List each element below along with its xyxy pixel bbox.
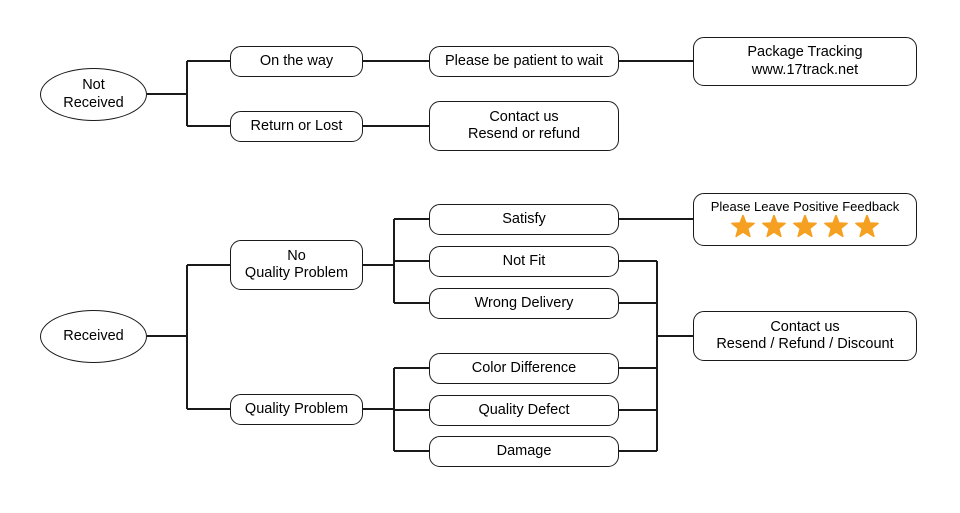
node-wrong-delivery-label: Wrong Delivery [474, 294, 574, 311]
node-positive-feedback[interactable]: Please Leave Positive Feedback [693, 193, 917, 246]
node-quality-defect[interactable]: Quality Defect [429, 395, 619, 426]
node-received[interactable]: Received [40, 310, 147, 363]
node-damage-label: Damage [496, 442, 552, 459]
node-package-tracking-label: Package Tracking www.17track.net [747, 44, 863, 78]
node-return-or-lost-label: Return or Lost [250, 117, 343, 134]
node-please-be-patient-label: Please be patient to wait [445, 52, 603, 69]
node-no-quality-problem[interactable]: No Quality Problem [230, 240, 363, 290]
node-on-the-way[interactable]: On the way [230, 46, 363, 77]
node-not-received[interactable]: Not Received [40, 68, 147, 121]
node-quality-problem[interactable]: Quality Problem [230, 394, 363, 425]
node-color-difference[interactable]: Color Difference [429, 353, 619, 384]
node-on-the-way-label: On the way [259, 52, 334, 69]
node-color-difference-label: Color Difference [471, 359, 577, 376]
node-not-fit-label: Not Fit [502, 252, 546, 269]
node-wrong-delivery[interactable]: Wrong Delivery [429, 288, 619, 319]
node-contact-us-resend-refund-discount-label: Contact us Resend / Refund / Discount [716, 318, 894, 352]
star-icon[interactable] [824, 215, 848, 239]
node-not-received-label: Not Received [63, 77, 124, 111]
node-return-or-lost[interactable]: Return or Lost [230, 111, 363, 142]
node-contact-us-resend-refund-discount[interactable]: Contact us Resend / Refund / Discount [693, 311, 917, 361]
star-icon[interactable] [762, 215, 786, 239]
positive-feedback-caption: Please Leave Positive Feedback [710, 199, 900, 214]
node-no-quality-problem-label: No Quality Problem [244, 247, 349, 281]
node-quality-defect-label: Quality Defect [478, 401, 570, 418]
node-please-be-patient[interactable]: Please be patient to wait [429, 46, 619, 77]
node-contact-us-resend-refund-label: Contact us Resend or refund [467, 108, 581, 142]
node-damage[interactable]: Damage [429, 436, 619, 467]
node-not-fit[interactable]: Not Fit [429, 246, 619, 277]
star-icon[interactable] [793, 215, 817, 239]
node-contact-us-resend-refund[interactable]: Contact us Resend or refund [429, 101, 619, 151]
node-quality-problem-label: Quality Problem [244, 400, 349, 417]
node-package-tracking[interactable]: Package Tracking www.17track.net [693, 37, 917, 86]
star-icon[interactable] [855, 215, 879, 239]
star-icon[interactable] [731, 215, 755, 239]
node-received-label: Received [63, 327, 124, 344]
node-satisfy[interactable]: Satisfy [429, 204, 619, 235]
star-rating[interactable] [731, 215, 879, 239]
node-satisfy-label: Satisfy [502, 210, 546, 227]
